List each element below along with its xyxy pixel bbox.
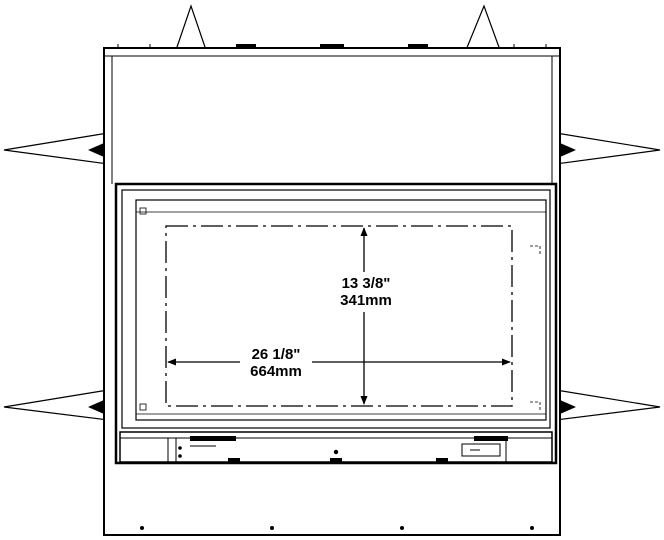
- viewing-area-outline: [165, 225, 513, 407]
- nailing-flange-bottom-left: [3, 389, 109, 421]
- door-frame-inner: [121, 189, 551, 429]
- height-dimension-imperial: 13 3/8": [342, 275, 391, 292]
- door-frame-outer: [114, 182, 558, 465]
- height-dimension-metric: 341mm: [340, 292, 392, 309]
- top-standoff-right: [465, 4, 501, 51]
- width-dimension-metric: 664mm: [250, 363, 302, 380]
- glass-panel: [135, 199, 547, 421]
- firebox-outer-body: [103, 47, 561, 536]
- width-dimension-imperial: 26 1/8": [252, 346, 301, 363]
- top-standoff-left: [175, 4, 207, 51]
- nailing-flange-bottom-right: [555, 389, 661, 421]
